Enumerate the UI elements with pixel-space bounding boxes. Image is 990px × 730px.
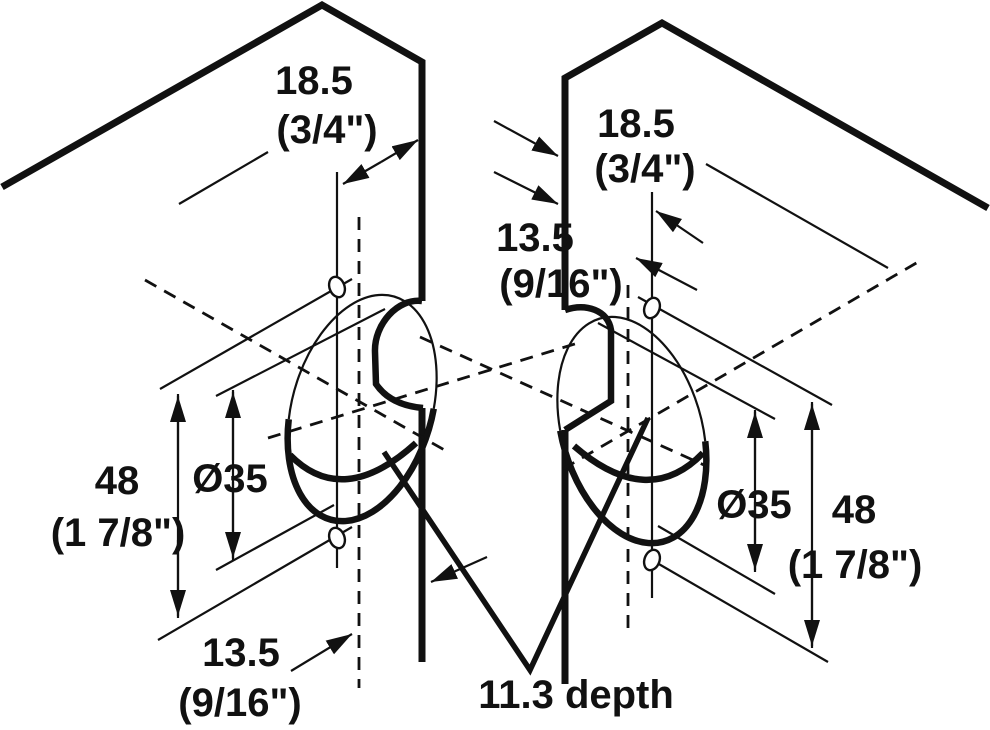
right-cup-face-axis — [562, 260, 919, 471]
right-cup-offset-imperial-label: (9/16") — [499, 262, 622, 306]
left-edge-distance-label: 18.5 — [275, 59, 353, 103]
right-cup-offset-label: 13.5 — [496, 216, 574, 260]
left-cup-floor-arc — [287, 440, 419, 483]
pilot-holes — [327, 275, 662, 572]
drilling-depth-label: 11.3 depth — [478, 673, 674, 717]
right-cup-diameter-label: Ø35 — [716, 483, 792, 527]
right-top-pilot-hole — [642, 296, 662, 320]
right-hole-spacing-imperial-label: (1 7/8") — [788, 543, 923, 587]
left-top-pilot-hole — [327, 275, 347, 299]
left-cup-hole — [284, 293, 438, 525]
right-hole-spacing-label: 48 — [832, 488, 877, 532]
left-cup-edge-notch — [371, 297, 424, 412]
extension-lines — [157, 151, 889, 663]
left-hole-spacing-label: 48 — [95, 459, 140, 503]
dimension-arrows — [170, 120, 820, 672]
right-edge-distance-label: 18.5 — [597, 102, 675, 146]
right-cup-floor-arc — [571, 443, 706, 484]
left-bottom-pilot-hole — [327, 526, 347, 550]
right-cup-corner-axis — [419, 335, 705, 467]
right-bottom-pilot-hole — [642, 548, 662, 572]
left-cup-diameter-label: Ø35 — [192, 457, 268, 501]
depth-leader-line — [381, 416, 651, 676]
left-cup-offset-imperial-label: (9/16") — [178, 681, 301, 725]
centerlines — [144, 217, 919, 688]
left-cup-corner-axis — [267, 341, 579, 440]
left-hole-spacing-imperial-label: (1 7/8") — [51, 511, 186, 555]
left-cup-face-axis — [144, 278, 449, 454]
left-edge-distance-imperial-label: (3/4") — [276, 108, 377, 152]
left-cup-offset-label: 13.5 — [202, 631, 280, 675]
right-edge-distance-imperial-label: (3/4") — [594, 147, 695, 191]
right-cup-hole — [556, 315, 710, 547]
